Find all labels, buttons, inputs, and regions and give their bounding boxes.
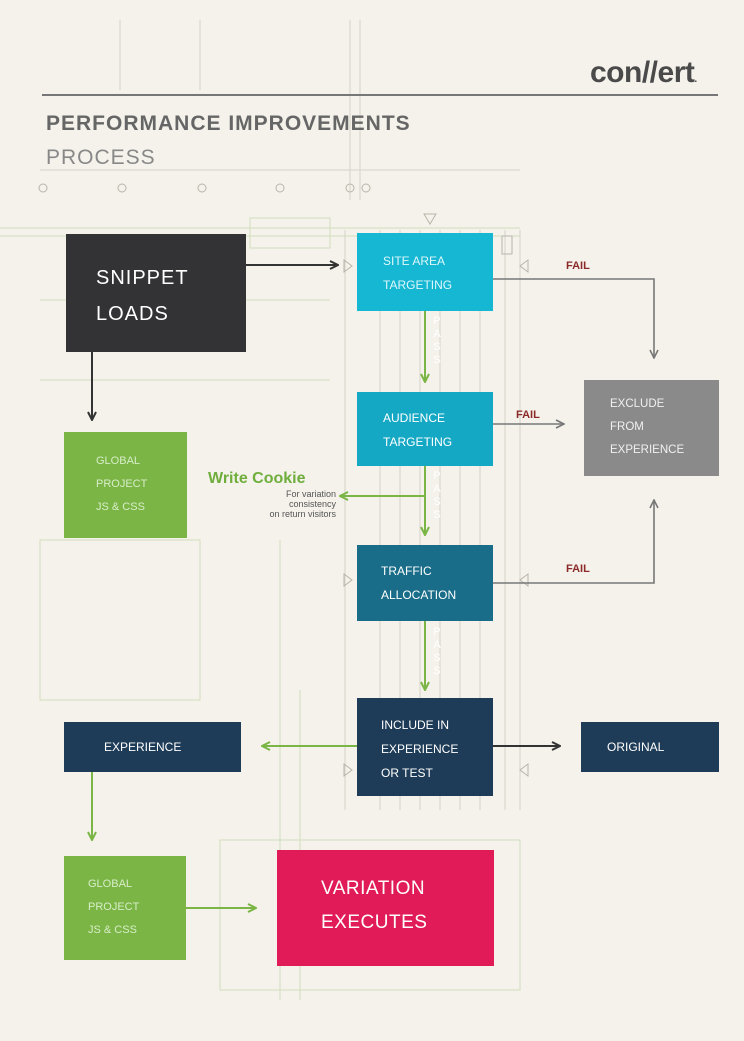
- pass-label-site-area: P A S S: [433, 315, 441, 366]
- snippet-loads-node: SNIPPET LOADS: [66, 234, 246, 352]
- include-in-experience-label: INCLUDE IN EXPERIENCE OR TEST: [381, 718, 459, 780]
- fail-label-traffic: FAIL: [566, 563, 590, 575]
- arrow-site-fail: [493, 278, 654, 358]
- include-in-experience-node: INCLUDE IN EXPERIENCE OR TEST: [357, 698, 493, 796]
- page-subtitle: PROCESS: [46, 146, 156, 169]
- experience-label: EXPERIENCE: [104, 740, 182, 754]
- logo-trademark: .: [694, 74, 697, 85]
- pass-label-traffic: P A S S: [433, 626, 441, 677]
- global-project-label-bottom: GLOBAL PROJECT JS & CSS: [88, 878, 140, 936]
- write-cookie-title: Write Cookie: [208, 470, 306, 487]
- traffic-allocation-label: TRAFFIC ALLOCATION: [381, 564, 457, 602]
- logo-text: con//ert: [590, 56, 695, 89]
- write-cookie-description: For variation consistency on return visi…: [269, 489, 336, 519]
- pass-label-audience: P A S S: [433, 470, 441, 521]
- audience-targeting-label: AUDIENCE TARGETING: [383, 411, 453, 449]
- global-project-label-top: GLOBAL PROJECT JS & CSS: [96, 455, 148, 513]
- convert-logo: con//ert.: [590, 56, 697, 90]
- global-project-node-bottom: GLOBAL PROJECT JS & CSS: [64, 856, 186, 960]
- site-area-targeting-node: SITE AREA TARGETING: [357, 233, 493, 311]
- traffic-allocation-node: TRAFFIC ALLOCATION: [357, 545, 493, 621]
- header-divider: [42, 94, 718, 96]
- original-label: ORIGINAL: [607, 740, 665, 754]
- fail-label-site-area: FAIL: [566, 260, 590, 272]
- fail-label-audience: FAIL: [516, 409, 540, 421]
- experience-node: EXPERIENCE: [64, 722, 241, 772]
- snippet-loads-label: SNIPPET LOADS: [96, 267, 189, 325]
- site-area-targeting-label: SITE AREA TARGETING: [383, 254, 453, 292]
- exclude-from-experience-label: EXCLUDE FROM EXPERIENCE: [610, 398, 685, 456]
- page-title: PERFORMANCE IMPROVEMENTS: [46, 112, 411, 135]
- arrow-traffic-fail: [493, 500, 654, 584]
- exclude-from-experience-node: EXCLUDE FROM EXPERIENCE: [584, 380, 719, 476]
- variation-executes-label: VARIATION EXECUTES: [321, 878, 428, 933]
- global-project-node-top: GLOBAL PROJECT JS & CSS: [64, 432, 187, 538]
- variation-executes-node: VARIATION EXECUTES: [277, 850, 494, 966]
- original-node: ORIGINAL: [581, 722, 719, 772]
- audience-targeting-node: AUDIENCE TARGETING: [357, 392, 493, 466]
